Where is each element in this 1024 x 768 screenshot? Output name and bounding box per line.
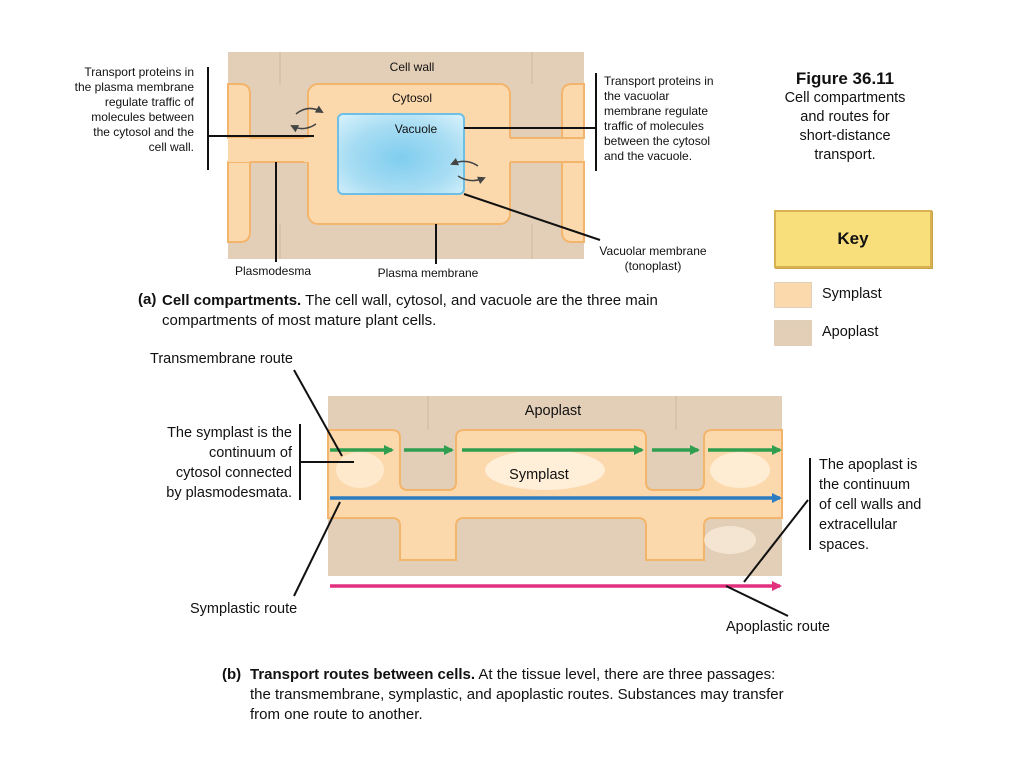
right-cell-top <box>561 83 585 139</box>
panel-b-letter: (b) <box>222 666 242 683</box>
left-cell-top <box>227 83 251 139</box>
label-symplast-description: The symplast is the continuum of cytosol… <box>166 425 292 501</box>
vacuole <box>337 113 465 195</box>
left-cell-bottom <box>227 161 251 243</box>
symplast-region <box>327 429 783 561</box>
tissue-diagram-b <box>327 396 783 591</box>
panel-a-caption: Cell compartments. The cell wall, cytoso… <box>162 292 658 329</box>
label-plasma-transport-proteins: Transport proteins in the plasma membran… <box>74 65 194 154</box>
label-cell-wall: Cell wall <box>389 60 435 74</box>
transport-arrow-icon <box>457 175 486 185</box>
panel-b-caption: Transport routes between cells. At the t… <box>250 666 784 723</box>
key-label-symplast: Symplast <box>822 286 882 302</box>
label-transmembrane-route: Transmembrane route <box>150 351 293 367</box>
label-symplast: Symplast <box>509 467 569 483</box>
label-plasmodesma: Plasmodesma <box>234 264 312 278</box>
cell-diagram-a <box>227 52 585 259</box>
label-vacuolar-transport-proteins: Transport proteins in the vacuolar membr… <box>604 74 714 163</box>
label-vacuole: Vacuole <box>394 122 438 136</box>
label-symplastic-route: Symplastic route <box>190 601 298 617</box>
label-vacuolar-membrane: Vacuolar membrane (tonoplast) <box>599 244 707 273</box>
label-apoplast: Apoplast <box>524 403 582 419</box>
key-swatch-symplast <box>774 282 812 308</box>
label-plasma-membrane: Plasma membrane <box>377 266 479 280</box>
label-cytosol: Cytosol <box>391 91 432 105</box>
key-swatch-apoplast <box>774 320 812 346</box>
right-cell-bottom <box>561 161 585 243</box>
transport-arrow-icon <box>295 105 324 115</box>
label-apoplast-description: The apoplast is the continuum of cell wa… <box>819 457 922 553</box>
figure-number: Figure 36.11 <box>795 69 895 88</box>
transport-arrow-icon <box>450 157 479 167</box>
figure-title-block: Figure 36.11 Cell compartments and route… <box>760 68 930 165</box>
key-title: Key <box>774 210 932 268</box>
leader-lines-b <box>293 369 811 617</box>
panel-a-letter: (a) <box>138 291 157 308</box>
plasmodesma-right <box>506 138 584 162</box>
leader-lines-a <box>207 67 601 264</box>
plasmodesma-left <box>228 138 308 162</box>
key-label-apoplast: Apoplast <box>822 324 879 340</box>
label-apoplastic-route: Apoplastic route <box>726 619 830 635</box>
transport-arrow-icon <box>290 123 317 133</box>
